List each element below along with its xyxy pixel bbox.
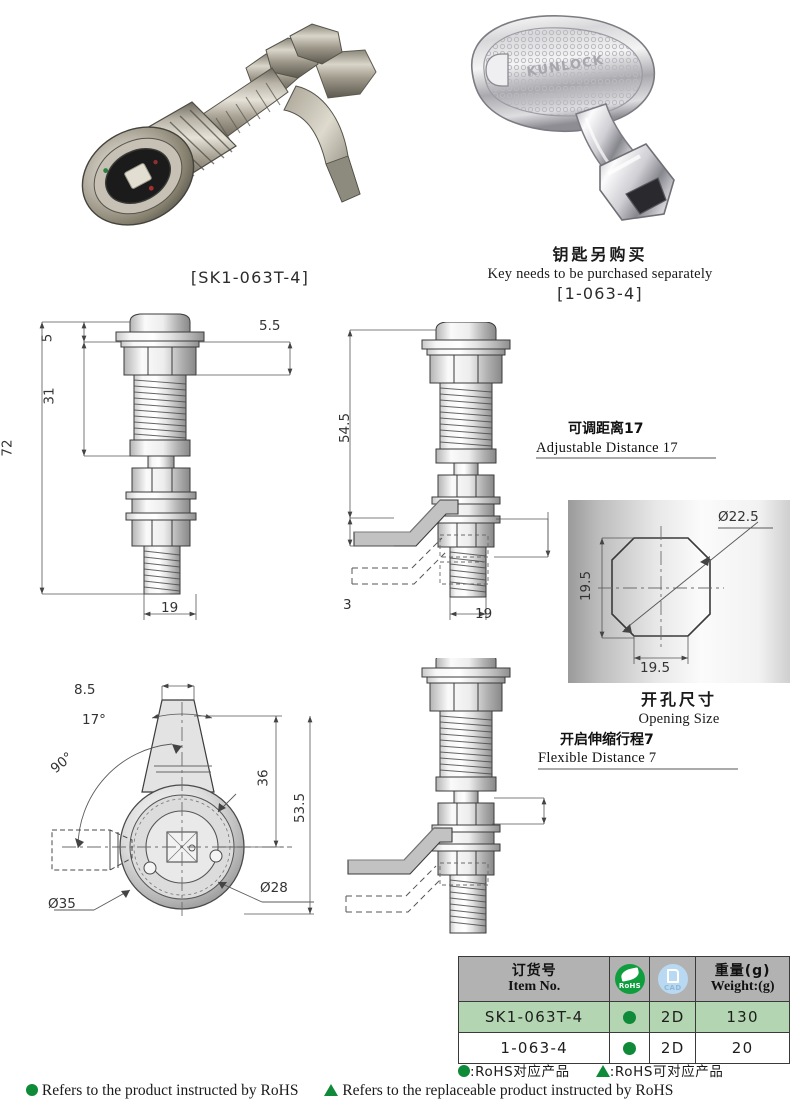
drawing-side-view-adjustable xyxy=(347,322,551,620)
header-weight-en: Weight:(g) xyxy=(710,979,775,994)
rohs-icon: RoHS xyxy=(614,964,645,994)
caption-key-code: [1-063-4] xyxy=(557,284,643,303)
drawing-side-view-flexible xyxy=(345,658,547,934)
caption-lock-code: [SK1-063T-4] xyxy=(190,268,310,287)
legend-triangle-en: Refers to the replaceable product instru… xyxy=(342,1082,674,1099)
cell-cad: 2D xyxy=(649,1001,697,1033)
dim-front-5: 5 xyxy=(39,333,56,343)
specification-table: 订货号 Item No. RoHS CAD 重量(g) Weight:(g) xyxy=(457,956,790,1064)
cell-item-no: SK1-063T-4 xyxy=(457,1001,611,1033)
cell-weight: 20 xyxy=(695,1032,790,1064)
legend-english: Refers to the product instructed by RoHS… xyxy=(26,1082,786,1100)
legend-circle-cn: :RoHS对应产品 xyxy=(470,1064,570,1080)
opening-size-title-cn: 开孔尺寸 xyxy=(640,690,717,709)
legend-chinese: :RoHS对应产品 :RoHS可对应产品 xyxy=(458,1060,800,1080)
dim-opening-diameter: Ø22.5 xyxy=(718,509,759,525)
dim-plan-36: 36 xyxy=(255,769,272,787)
cell-item-no: 1-063-4 xyxy=(457,1032,611,1064)
cell-rohs xyxy=(609,1001,651,1033)
cad-icon-label: CAD xyxy=(663,984,682,992)
header-item-no: 订货号 Item No. xyxy=(457,956,611,1002)
dim-plan-8-5: 8.5 xyxy=(74,682,96,698)
note-adjustable-distance-en: Adjustable Distance 17 xyxy=(536,440,678,456)
dim-side-54-5: 54.5 xyxy=(337,412,354,444)
legend-triangle-cn: :RoHS可对应产品 xyxy=(609,1064,724,1080)
header-item-no-cn: 订货号 xyxy=(511,962,557,979)
cell-rohs xyxy=(609,1032,651,1064)
cad-document-icon xyxy=(666,969,679,983)
header-cad: CAD xyxy=(649,956,697,1002)
dim-plan-d35: Ø35 xyxy=(48,896,76,912)
rohs-icon-label: RoHS xyxy=(618,982,641,990)
dim-plan-53-5: 53.5 xyxy=(292,792,309,824)
legend-circle-icon-en xyxy=(26,1084,38,1096)
dim-side-3: 3 xyxy=(343,597,352,613)
cad-icon: CAD xyxy=(657,964,688,994)
leader-flexible-distance xyxy=(538,768,738,770)
legend-circle-en: Refers to the product instructed by RoHS xyxy=(41,1082,299,1099)
rohs-dot-icon xyxy=(623,1042,637,1055)
header-rohs: RoHS xyxy=(609,956,651,1002)
legend-triangle-icon xyxy=(595,1065,610,1077)
header-weight-cn: 重量(g) xyxy=(714,962,771,979)
dim-front-72: 72 xyxy=(0,439,16,457)
header-weight: 重量(g) Weight:(g) xyxy=(695,956,790,1002)
dim-opening-height: 19.5 xyxy=(578,570,595,602)
header-item-no-en: Item No. xyxy=(508,979,561,994)
cell-cad: 2D xyxy=(649,1032,697,1064)
cell-weight: 130 xyxy=(695,1001,790,1033)
legend-triangle-icon-en xyxy=(324,1084,339,1096)
product-photo-key: KUNLOCK xyxy=(471,15,675,221)
dim-plan-d28: Ø28 xyxy=(260,880,288,896)
dim-front-31: 31 xyxy=(41,387,58,405)
product-photo-cam-lock xyxy=(81,23,377,226)
leader-adjustable-distance xyxy=(536,457,716,459)
opening-size-panel: Ø22.5 19.5 19.5 xyxy=(568,500,790,683)
dim-side-19: 19 xyxy=(475,606,493,622)
rohs-leaf-icon xyxy=(619,967,640,982)
legend-circle-icon xyxy=(458,1065,470,1077)
dim-plan-17deg: 17° xyxy=(82,712,106,728)
note-flexible-distance-en: Flexible Distance 7 xyxy=(538,750,657,766)
table-row: SK1-063T-4 2D 130 xyxy=(457,1001,790,1033)
caption-key-note-cn: 钥匙另购买 xyxy=(552,245,648,264)
table-row: 1-063-4 2D 20 xyxy=(457,1032,790,1064)
drawing-plan-view xyxy=(51,683,314,920)
caption-key-note-en: Key needs to be purchased separately xyxy=(487,266,713,282)
table-header-row: 订货号 Item No. RoHS CAD 重量(g) Weight:(g) xyxy=(457,956,790,1002)
drawing-front-view xyxy=(39,313,293,620)
dim-front-19: 19 xyxy=(161,600,179,616)
note-flexible-distance-cn: 开启伸缩行程7 xyxy=(560,732,654,748)
dim-opening-width: 19.5 xyxy=(640,660,671,676)
opening-size-title-en: Opening Size xyxy=(638,711,720,727)
dim-front-5-5: 5.5 xyxy=(259,318,281,334)
note-adjustable-distance-cn: 可调距离17 xyxy=(568,421,644,437)
rohs-dot-icon xyxy=(623,1011,637,1024)
